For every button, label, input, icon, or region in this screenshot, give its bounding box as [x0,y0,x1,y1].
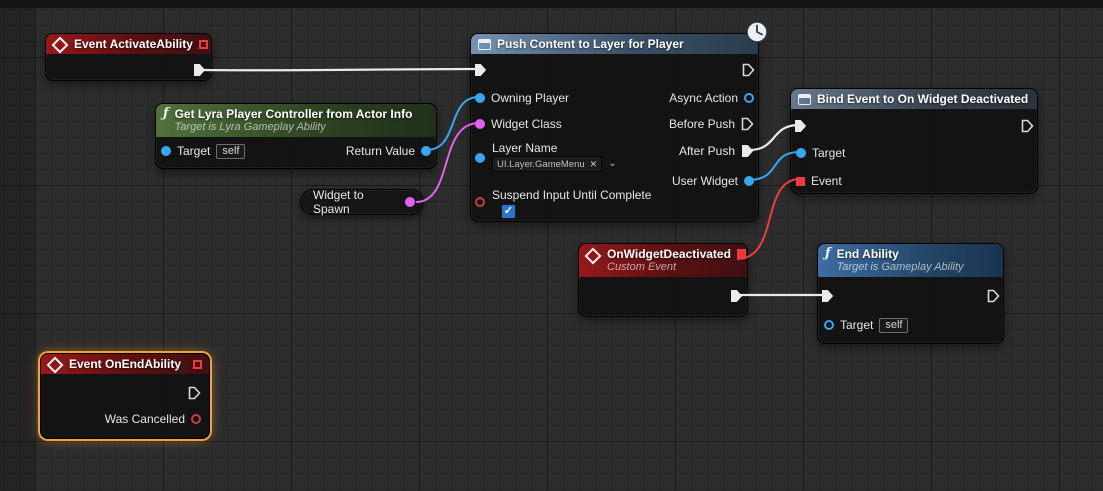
chevron-down-icon[interactable]: ⌄ [608,159,616,169]
check-icon: ✓ [504,205,513,217]
node-header[interactable]: Push Content to Layer for Player [471,34,758,54]
exec-in-pin[interactable] [794,119,807,133]
widget-class-pin[interactable] [475,119,485,129]
exec-out-pin[interactable] [1021,119,1034,133]
canvas-left-shade [0,0,35,491]
node-header[interactable]: ƒ Get Lyra Player Controller from Actor … [156,104,436,137]
event-delegate-pin[interactable] [796,177,805,186]
suspend-input-label: Suspend Input Until Complete [492,188,651,202]
event-icon [47,356,64,373]
node-bind-event-on-widget-deactivated[interactable]: Bind Event to On Widget Deactivated Targ… [790,88,1038,194]
layer-name-value: UI.Layer.GameMenu [497,158,585,171]
widget-stack-icon [478,39,491,50]
owning-player-pin[interactable] [475,93,485,103]
return-value-pin[interactable] [421,146,431,156]
async-action-label: Async Action [669,91,738,105]
suspend-input-pin[interactable] [475,197,485,207]
function-icon: ƒ [163,107,169,121]
target-pin[interactable] [824,320,834,330]
after-push-label: After Push [679,144,735,158]
exec-out-pin[interactable] [188,386,201,400]
node-get-lyra-player-controller[interactable]: ƒ Get Lyra Player Controller from Actor … [155,103,437,169]
node-title: End Ability [837,247,964,261]
node-title: Event ActivateAbility [74,37,193,51]
node-end-ability[interactable]: ƒ End Ability Target is Gameplay Ability… [817,243,1004,344]
node-on-widget-deactivated[interactable]: OnWidgetDeactivated Custom Event [578,243,748,317]
node-header[interactable]: OnWidgetDeactivated Custom Event [579,244,747,277]
delegate-out-pin[interactable] [737,249,746,258]
layer-name-pin[interactable] [475,153,485,163]
target-label: Target [812,146,845,160]
was-cancelled-label: Was Cancelled [105,412,185,426]
after-push-exec-pin[interactable] [741,144,754,158]
layer-name-dropdown[interactable]: UI.Layer.GameMenu ✕ [492,156,602,172]
node-title: Event OnEndAbility [69,357,181,371]
target-label: Target [177,144,210,158]
node-widget-to-spawn[interactable]: Widget to Spawn [300,189,424,215]
exec-out-pin[interactable] [730,289,743,303]
function-icon: ƒ [825,247,831,261]
delegate-pin[interactable] [193,360,202,369]
user-widget-label: User Widget [672,174,738,188]
owning-player-label: Owning Player [491,91,569,105]
target-value-input[interactable]: self [879,318,908,333]
node-push-content-to-layer[interactable]: Push Content to Layer for Player Owning … [470,33,759,222]
canvas-top-edge [0,0,1103,8]
was-cancelled-pin[interactable] [191,414,201,424]
suspend-input-checkbox[interactable]: ✓ [501,204,516,219]
event-icon [585,248,602,265]
clear-tag-icon[interactable]: ✕ [590,158,598,171]
event-label: Event [811,174,842,188]
target-label: Target [840,318,873,332]
node-title: Get Lyra Player Controller from Actor In… [175,107,413,121]
target-value-input[interactable]: self [216,144,245,159]
widget-to-spawn-pin[interactable] [405,197,415,207]
return-value-label: Return Value [346,144,415,158]
layer-name-label: Layer Name [492,141,557,155]
variable-label: Widget to Spawn [313,188,397,216]
exec-in-pin[interactable] [821,289,834,303]
node-subtitle: Target is Gameplay Ability [837,261,964,274]
node-header[interactable]: Event OnEndAbility [41,354,209,374]
exec-out-pin[interactable] [742,63,755,77]
target-pin[interactable] [796,148,806,158]
node-subtitle: Target is Lyra Gameplay Ability [175,121,413,134]
user-widget-pin[interactable] [744,176,754,186]
before-push-label: Before Push [669,117,735,131]
delegate-pin[interactable] [199,40,208,49]
event-icon [52,36,69,53]
node-header[interactable]: Event ActivateAbility [46,34,211,54]
node-title: Bind Event to On Widget Deactivated [817,92,1028,106]
exec-out-pin[interactable] [987,289,1000,303]
node-header[interactable]: Bind Event to On Widget Deactivated [791,89,1037,109]
bind-event-icon [798,94,811,105]
before-push-exec-pin[interactable] [741,117,754,131]
node-subtitle: Custom Event [607,261,731,274]
exec-out-pin[interactable] [193,63,206,77]
target-pin[interactable] [161,146,171,156]
async-action-pin[interactable] [744,93,754,103]
latent-clock-icon [745,20,769,44]
exec-in-pin[interactable] [474,63,487,77]
node-event-activate-ability[interactable]: Event ActivateAbility [45,33,212,81]
node-event-on-end-ability[interactable]: Event OnEndAbility Was Cancelled [40,353,210,439]
node-title: Push Content to Layer for Player [497,37,684,51]
node-title: OnWidgetDeactivated [607,247,731,261]
node-header[interactable]: ƒ End Ability Target is Gameplay Ability [818,244,1003,277]
widget-class-label: Widget Class [491,117,562,131]
